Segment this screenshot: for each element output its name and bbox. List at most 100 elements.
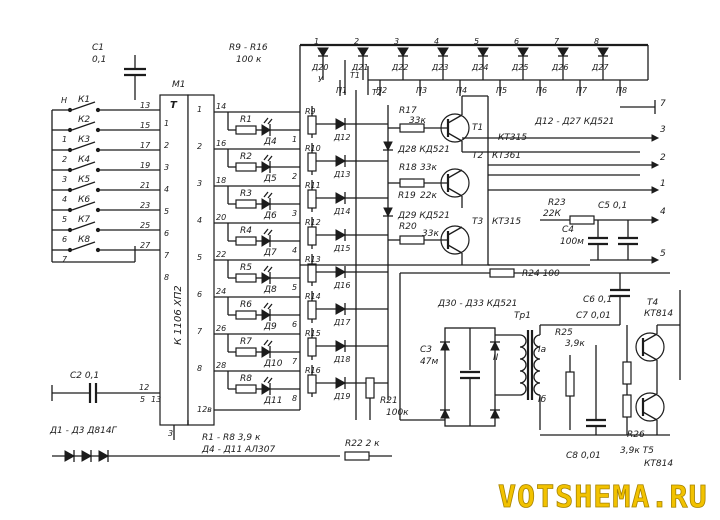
resistor-r11 [307, 189, 317, 209]
d29-label: Д29 КД521 [397, 211, 450, 221]
diodes-d28-d29: Д28 КД521 Д29 КД521 [383, 141, 450, 221]
top-bus-number: 2 [354, 37, 359, 46]
watermark-logo: VOTSHEMA.RU [498, 480, 708, 515]
led-д6 [261, 198, 271, 210]
chip-right-pin-label: 12в [197, 405, 212, 414]
chip-right-pin-label: 8 [197, 364, 202, 373]
transistor-t4 [635, 332, 665, 362]
resistor-label: R7 [240, 337, 252, 347]
switch-label: К4 [78, 155, 90, 165]
resistor-r24 [489, 268, 515, 278]
diode-д18 [335, 340, 347, 352]
segment-label: П2 [376, 86, 387, 95]
c2-label: C2 0,1 [70, 371, 99, 381]
resistor-label: R12 [305, 218, 321, 227]
resistor-r21: R21 100к [365, 377, 409, 420]
resistor-r25 [565, 371, 575, 397]
segment-label: П3 [416, 86, 427, 95]
chip-left-pin-label: 2 [164, 141, 169, 150]
chip-left-pin-label: 4 [164, 185, 169, 194]
led-д5 [261, 161, 271, 173]
chip-t-pin: T [170, 100, 178, 111]
led-д7 [261, 235, 271, 247]
diode-д17 [335, 303, 347, 315]
switch-number: 4 [62, 195, 67, 204]
d12-d27-label: Д12 - Д27 КД521 [534, 117, 614, 127]
diode-label: Д15 [333, 244, 350, 253]
resistor-r1 [235, 125, 257, 135]
diode-д26 [557, 47, 569, 57]
chip-right-pin-label: 3 [197, 179, 202, 188]
chip-right-body [187, 94, 215, 426]
t3-label: T3 [472, 217, 483, 227]
diode-label: Д18 [333, 355, 350, 364]
diode-д13 [335, 155, 347, 167]
led-label: Д5 [263, 174, 277, 184]
resistor-r15 [307, 337, 317, 357]
t4-label: Т4 [647, 298, 658, 308]
c1-value: 0,1 [92, 55, 106, 65]
switch-head-label: Н [61, 96, 67, 105]
r19-value: 22к [420, 191, 437, 201]
output-5: 5 [660, 249, 666, 259]
resistor-r6 [235, 310, 257, 320]
resistor-r7 [235, 347, 257, 357]
chip-left-pin-label: 1 [164, 119, 169, 128]
switch-label: К3 [78, 135, 90, 145]
led-label: Д10 [263, 359, 283, 369]
chip-input-pin: 17 [140, 141, 151, 150]
top-diodes-group: 1Д20П12Д21П23Д22П34Д23П45Д24П56Д25П67Д26… [311, 37, 627, 97]
t5-part: КТ814 [644, 459, 673, 469]
led-д11 [261, 383, 271, 395]
switch-number: 1 [62, 135, 67, 144]
resistor-r2 [235, 162, 257, 172]
top-diode-label: Д23 [431, 63, 448, 72]
c8-label: C8 0,01 [566, 451, 601, 461]
diode-д24 [477, 47, 489, 57]
resistor-r13 [307, 263, 317, 283]
r21-value: 100к [386, 408, 409, 418]
top-bus-number: 5 [474, 37, 479, 46]
resistor-r10 [307, 152, 317, 172]
c4-label: C4 [562, 225, 574, 235]
chip-left-pin-label: 7 [164, 251, 170, 260]
resistor-r14 [307, 300, 317, 320]
chip-pin-13-left: 13 [151, 395, 161, 404]
winding-1b-label: Iб [538, 395, 547, 405]
t3-part: КТ315 [492, 217, 521, 227]
top-bus-number: 4 [434, 37, 439, 46]
diode-д27 [597, 47, 609, 57]
d4-d11-label: Д4 - Д11 АЛ307 [201, 445, 275, 455]
top-bus-number: 1 [314, 37, 319, 46]
segment-label: П4 [456, 86, 467, 95]
r25-label: R25 [555, 328, 573, 338]
resistor-label: R1 [240, 115, 252, 125]
resistor-label: R5 [240, 263, 252, 273]
r1-r8-label: R1 - R8 3,9 к [202, 433, 261, 443]
diode-д22 [397, 47, 409, 57]
t2-tap-label: Т2 [372, 88, 382, 97]
chip-left-pin-label: 3 [164, 163, 169, 172]
zener-chain-d1-d3: R22 2 к [52, 439, 392, 462]
d30-d33-label: Д30 - Д33 КД521 [437, 299, 517, 309]
led-label: Д9 [263, 322, 277, 332]
chip-left-pin-label: 6 [164, 229, 169, 238]
diode-д16 [335, 266, 347, 278]
resistor-r26-upper [622, 361, 632, 385]
resistor-label: R15 [305, 329, 321, 338]
chip-input-pin: 23 [140, 201, 150, 210]
top-bus-number: 7 [554, 37, 560, 46]
